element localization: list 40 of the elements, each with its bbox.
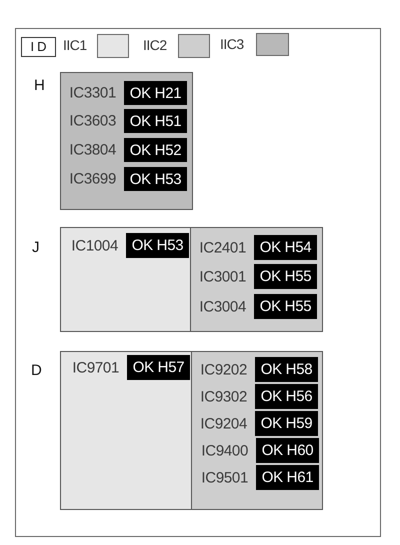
id-key: ID <box>21 37 56 57</box>
part-code: IC9204 <box>200 415 247 432</box>
tag-text: OK H60 <box>262 442 314 459</box>
tag-text: OK H55 <box>260 298 312 315</box>
part-code: IC9501 <box>201 469 248 486</box>
group-letter: D <box>31 362 42 379</box>
part-code: IC1004 <box>71 237 118 254</box>
part-code: IC3001 <box>199 268 246 285</box>
tag-text: OK H59 <box>260 415 312 432</box>
sub-panel <box>190 227 323 332</box>
part-code: IC3301 <box>69 84 116 102</box>
part-code: IC3699 <box>69 170 116 188</box>
part-code: IC2401 <box>199 239 246 256</box>
legend-label: IIC2 <box>143 37 167 53</box>
part-code: IC9302 <box>200 388 247 405</box>
tag-text: OK H53 <box>130 170 182 188</box>
group-letter: J <box>32 239 40 256</box>
part-code: IC9202 <box>200 361 247 378</box>
tag-text: OK H21 <box>130 84 182 102</box>
sub-panel <box>60 351 192 510</box>
tag-text: OK H58 <box>260 361 312 378</box>
part-code: IC9701 <box>72 359 119 376</box>
sub-panel <box>191 351 323 510</box>
tag-text: OK H57 <box>132 359 184 376</box>
sub-panel <box>60 227 191 332</box>
tag-text: OK H55 <box>260 268 312 285</box>
tag-text: OK H56 <box>260 388 312 405</box>
part-code: IC9400 <box>201 442 248 459</box>
part-code: IC3804 <box>69 142 116 158</box>
tag-text: OK H51 <box>130 112 182 130</box>
legend-label: IIC1 <box>63 37 87 53</box>
legend-label: IIC3 <box>220 36 244 52</box>
tag-text: OK H61 <box>262 469 314 486</box>
tag-text: OK H52 <box>130 142 182 158</box>
group-letter: H <box>34 77 45 94</box>
tag-text: OK H54 <box>260 239 312 256</box>
part-code: IC3603 <box>69 112 116 130</box>
diagram-frame <box>15 28 381 537</box>
part-code: IC3004 <box>199 298 246 315</box>
tag-text: OK H53 <box>132 237 184 254</box>
